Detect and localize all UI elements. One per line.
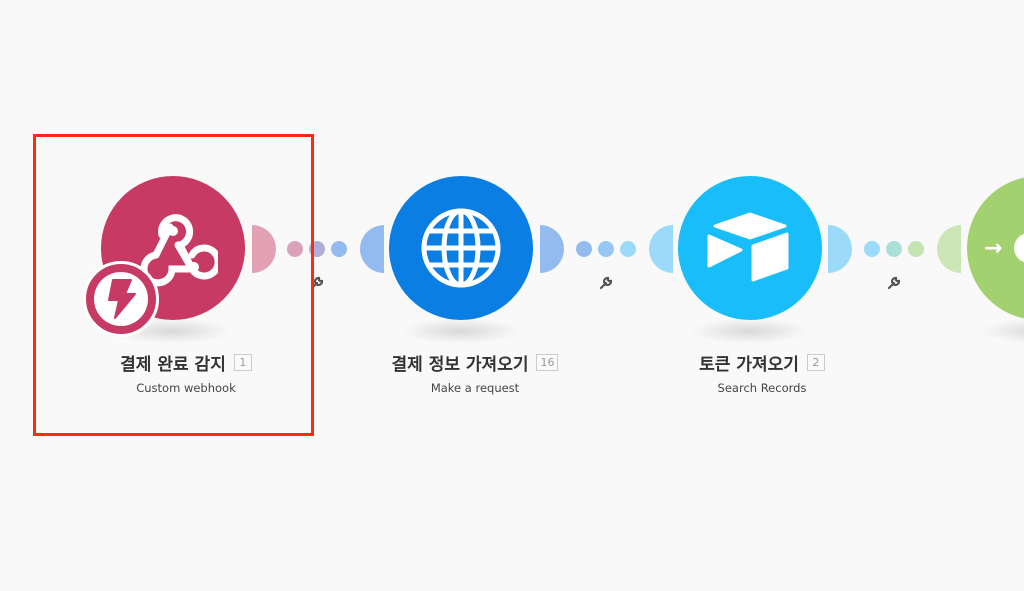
module-4-router[interactable]: → [967, 176, 1024, 320]
module-2-shadow [401, 318, 521, 344]
wrench-icon[interactable] [887, 276, 901, 290]
module-3-input-handle[interactable] [649, 225, 673, 273]
connector-3-dot[interactable] [908, 241, 924, 257]
module-2-output-handle[interactable] [540, 225, 564, 273]
wrench-icon[interactable] [599, 276, 613, 290]
module-3-airtable[interactable] [678, 176, 822, 320]
module-1-id-badge: 1 [233, 354, 252, 371]
module-2-id-badge: 16 [536, 354, 559, 371]
connector-1-dot[interactable] [287, 241, 303, 257]
module-3-shadow [690, 318, 810, 344]
module-3-id-badge: 2 [806, 354, 825, 371]
module-4-shadow [980, 318, 1024, 344]
module-4-label: Re [909, 350, 1024, 370]
module-3-output-handle[interactable] [828, 225, 852, 273]
module-2-title[interactable]: 결제 정보 가져오기 [391, 355, 529, 375]
connector-2-dot[interactable] [576, 241, 592, 257]
webhook-icon [140, 214, 218, 287]
lightning-icon [108, 279, 136, 319]
module-1-label: 결제 완료 감지 1 Custom webhook [56, 350, 316, 395]
arrow-right-icon: → [984, 235, 1003, 261]
connector-2-dot[interactable] [598, 241, 614, 257]
globe-icon [421, 208, 501, 288]
module-2-label: 결제 정보 가져오기 16 Make a request [345, 350, 605, 395]
router-inner-circle [1014, 233, 1024, 263]
module-2-subtitle: Make a request [430, 381, 520, 395]
selection-highlight [33, 134, 314, 436]
connector-2-dot[interactable] [620, 241, 636, 257]
module-1-subtitle: Custom webhook [136, 381, 236, 395]
airtable-icon [707, 212, 789, 282]
module-3-subtitle: Search Records [717, 381, 807, 395]
connector-3-dot[interactable] [886, 241, 902, 257]
module-2-http[interactable] [389, 176, 533, 320]
connector-3-dot[interactable] [864, 241, 880, 257]
module-2-input-handle[interactable] [360, 225, 384, 273]
module-4-input-handle[interactable] [937, 225, 961, 273]
connector-1-dot[interactable] [331, 241, 347, 257]
module-1-title[interactable]: 결제 완료 감지 [120, 355, 226, 375]
module-3-label: 토큰 가져오기 2 Search Records [632, 350, 892, 395]
trigger-badge[interactable] [83, 261, 159, 337]
module-1-webhook[interactable] [101, 176, 245, 320]
module-3-title[interactable]: 토큰 가져오기 [699, 355, 799, 375]
